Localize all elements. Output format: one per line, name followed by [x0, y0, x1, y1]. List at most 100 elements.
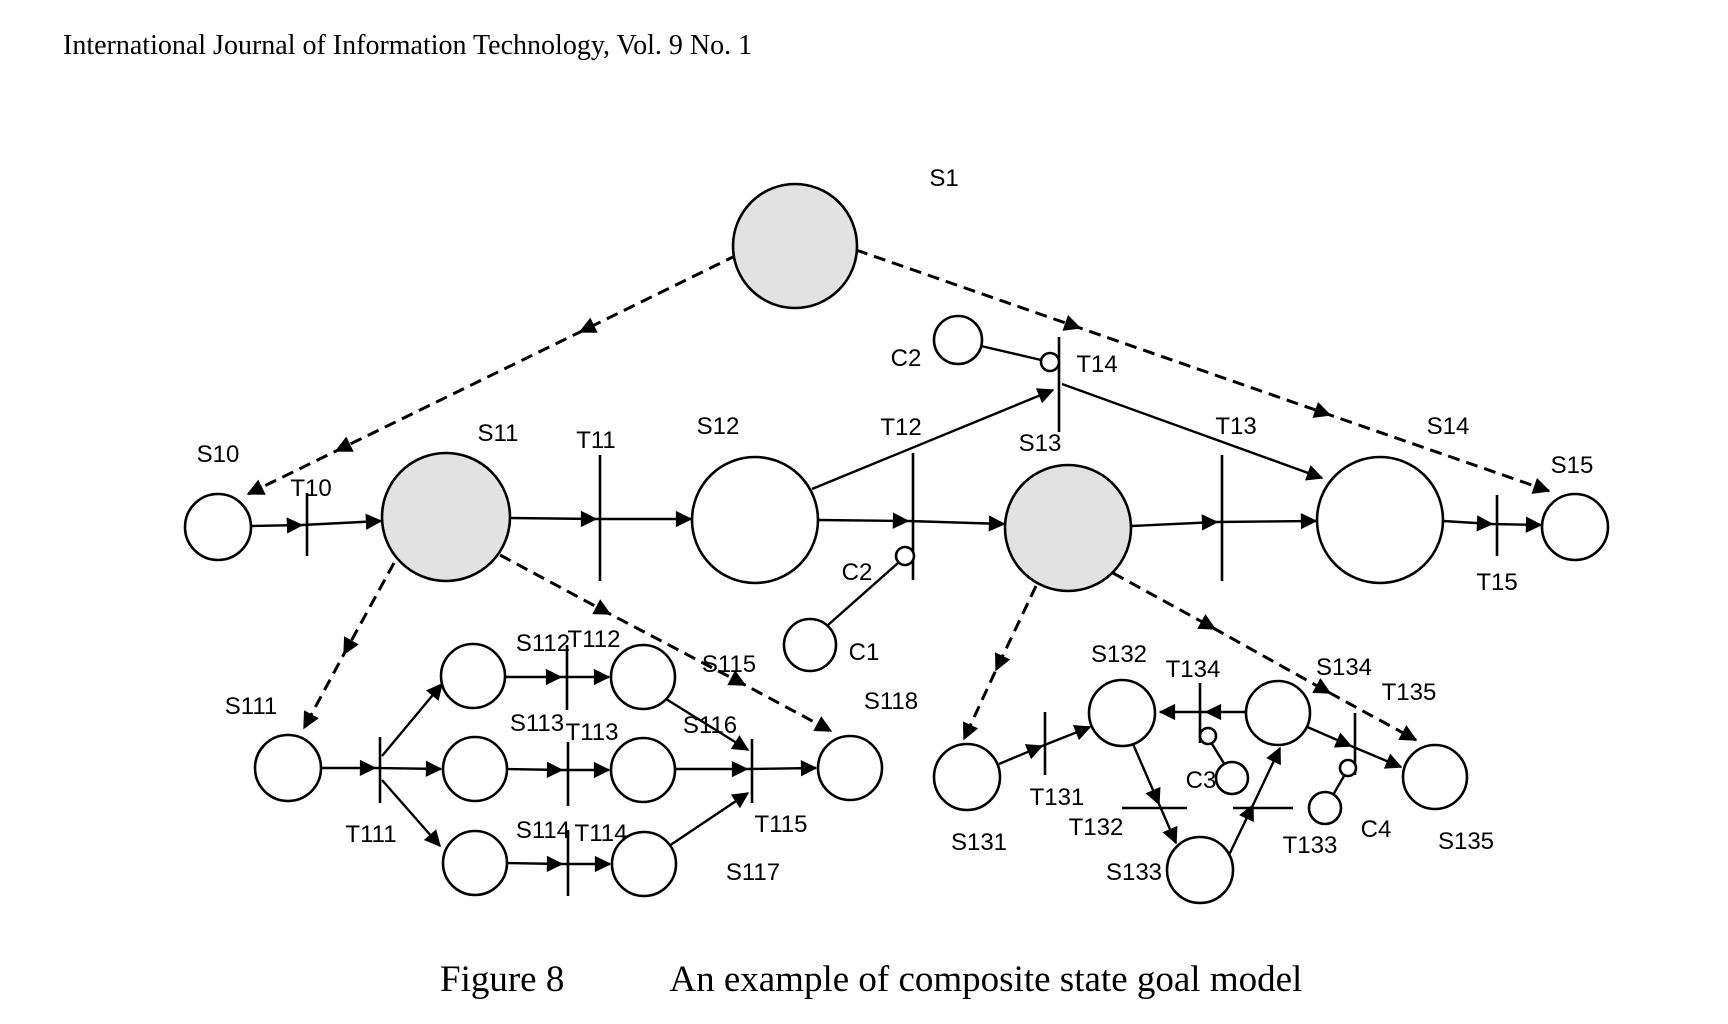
arrow-s116-s118: [675, 760, 818, 778]
state-s114-label: S114: [516, 817, 570, 844]
transition-t14-label: T14: [1076, 351, 1117, 378]
transition-t133-label: T133: [1283, 832, 1338, 859]
state-s1-label: S1: [929, 165, 958, 192]
state-s117-label: S117: [726, 859, 780, 886]
arrow-s132-s133: [1131, 743, 1178, 845]
arrow-t14-s14: [1061, 382, 1324, 481]
transition-t114-label: T114: [575, 820, 628, 847]
state-s133-label: S133: [1106, 859, 1162, 886]
state-s10-label: S10: [197, 441, 240, 468]
figure-caption-title: An example of composite state goal model: [669, 959, 1303, 1000]
decomposition-link-s1-s10: [246, 253, 738, 496]
transition-t111-label: T111: [345, 821, 396, 848]
transition-t132-label: T132: [1069, 814, 1124, 841]
condition-c2-upper-label: C2: [891, 345, 922, 372]
condition-connector-t14: [1039, 351, 1061, 373]
arrow-s13-s14: [1130, 512, 1318, 531]
condition-c3-circle: [1214, 760, 1250, 796]
state-s11-circle: [380, 451, 512, 583]
figure-caption-label: Figure 8: [440, 959, 565, 1000]
arrow-s14-s15: [1442, 515, 1543, 533]
state-s113-label: S113: [510, 710, 564, 737]
transition-t15-label: T15: [1476, 569, 1517, 596]
arrow-s12-s13: [817, 512, 1006, 532]
state-s118-circle: [816, 734, 884, 802]
transition-t131-label: T131: [1030, 784, 1085, 811]
state-s111-label: S111: [225, 693, 278, 720]
condition-connector-t135: [1338, 758, 1358, 778]
link-c3-t134: [1210, 743, 1227, 766]
state-s115-circle: [609, 643, 677, 711]
state-s12-label: S12: [697, 413, 740, 440]
state-s131-label: S131: [951, 829, 1007, 856]
decomposition-link-s11-s118: [499, 553, 833, 733]
arrow-s10-s11: [250, 513, 383, 534]
arrow-s133-s134: [1227, 746, 1282, 856]
arrow-s11-s12: [509, 510, 693, 528]
decomposition-link-s1-s15: [855, 248, 1551, 494]
state-s112-label: S112: [516, 630, 570, 657]
decomposition-link-s11-s111: [302, 562, 396, 730]
state-s135-circle: [1401, 743, 1469, 811]
state-s10-circle: [183, 492, 253, 562]
link-c2-t14: [980, 344, 1042, 362]
figure-caption: Figure 8 An example of composite state g…: [440, 958, 1302, 1001]
state-s132-label: S132: [1091, 641, 1147, 668]
state-s111-circle: [253, 733, 323, 803]
state-s115-label: S115: [702, 651, 756, 678]
condition-c2-upper-circle: [932, 314, 984, 366]
arrow-s113-s116: [506, 761, 611, 779]
state-s116-circle: [609, 736, 677, 804]
link-c4-t135: [1331, 775, 1346, 796]
state-s134-label: S134: [1316, 654, 1372, 681]
arrow-s114-s117: [506, 855, 612, 873]
state-s116-label: S116: [683, 712, 737, 739]
state-s13-label: S13: [1019, 430, 1062, 457]
transition-t12-label: T12: [880, 414, 921, 441]
transition-t11-label: T11: [576, 427, 616, 454]
journal-header: International Journal of Information Tec…: [63, 30, 753, 61]
state-s14-circle: [1315, 455, 1445, 585]
arrow-s131-s132: [998, 724, 1092, 766]
transition-t13-label: T13: [1215, 413, 1256, 440]
arrow-s111-s113: [321, 759, 443, 777]
state-s112-circle: [439, 642, 507, 710]
state-s1-circle: [731, 182, 859, 310]
state-s132-circle: [1087, 678, 1157, 748]
condition-connector-t12: [894, 545, 916, 567]
condition-c4-label: C4: [1361, 816, 1392, 843]
state-s118-label: S118: [864, 688, 918, 715]
transition-t112-label: T112: [568, 626, 621, 653]
condition-c1-label: C1: [849, 639, 880, 666]
decomposition-link-s13-s135: [1112, 571, 1418, 742]
state-s134-circle: [1244, 679, 1312, 747]
state-s13-circle: [1003, 463, 1133, 593]
state-s14-label: S14: [1427, 413, 1470, 440]
condition-c2-lower-label: C2: [842, 559, 873, 586]
condition-c4-circle: [1307, 790, 1343, 826]
state-s114-circle: [441, 829, 509, 897]
link-c1-t12: [827, 562, 899, 626]
state-s15-circle: [1540, 492, 1610, 562]
state-s12-circle: [690, 455, 820, 585]
arrow-t111-s112: [381, 682, 443, 757]
decomposition-link-s13-s131: [962, 585, 1038, 741]
transition-t10-label: T10: [290, 475, 331, 502]
state-s135-label: S135: [1438, 828, 1494, 855]
arrow-s12-t14: [811, 388, 1055, 491]
state-s11-label: S11: [478, 420, 519, 447]
arrow-t111-s114: [381, 779, 441, 848]
state-s113-circle: [441, 735, 509, 803]
transition-t134-label: T134: [1166, 656, 1221, 683]
condition-c3-label: C3: [1186, 767, 1217, 794]
transition-t115-label: T115: [755, 811, 808, 838]
state-s133-circle: [1165, 835, 1235, 905]
arrow-s117-t115: [668, 792, 750, 847]
state-s15-label: S15: [1551, 452, 1594, 479]
arrow-s134-s135: [1304, 724, 1403, 769]
transition-t113-label: T113: [566, 719, 619, 746]
condition-connector-t134: [1198, 726, 1218, 746]
condition-c1-circle: [782, 617, 838, 673]
